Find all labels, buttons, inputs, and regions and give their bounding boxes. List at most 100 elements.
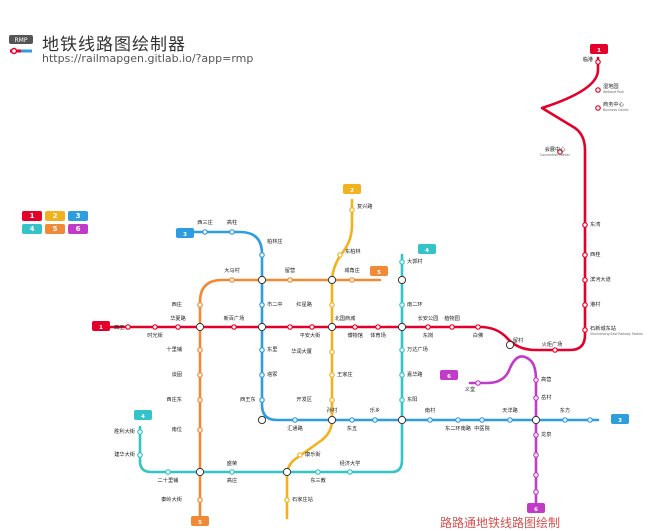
station-marker[interactable] [197,347,203,353]
station-marker[interactable] [557,149,563,155]
station-marker[interactable] [533,377,539,383]
station-marker[interactable] [287,324,293,330]
station-marker[interactable] [259,252,265,258]
station-marker[interactable] [595,87,601,93]
station-marker[interactable] [533,452,539,458]
interchange-marker[interactable] [397,275,407,285]
station-marker[interactable] [284,497,290,503]
station-marker[interactable] [552,347,558,353]
interchange-marker[interactable] [327,415,337,425]
station-marker[interactable] [231,324,237,330]
station-marker[interactable] [595,105,601,111]
interchange-marker[interactable] [257,322,267,332]
station-marker[interactable] [165,469,171,475]
station-marker[interactable] [562,417,568,423]
interchange-marker[interactable] [397,415,407,425]
station-marker[interactable] [399,372,405,378]
station-marker[interactable] [197,397,203,403]
station-marker[interactable] [425,324,431,330]
station-marker[interactable] [582,327,588,333]
interchange-marker[interactable] [327,275,337,285]
station-marker[interactable] [229,469,235,475]
station-marker[interactable] [337,252,343,258]
interchange-marker[interactable] [195,467,205,477]
station-marker[interactable] [202,229,208,235]
station-marker[interactable] [595,59,601,65]
station-marker[interactable] [259,302,265,308]
station-marker[interactable] [329,349,335,355]
station-marker[interactable] [315,469,321,475]
interchange-marker[interactable] [257,415,267,425]
station-marker[interactable] [287,277,293,283]
station-marker[interactable] [352,324,358,330]
interchange-marker[interactable] [282,467,292,477]
station-marker[interactable] [347,469,353,475]
station-markers[interactable] [125,59,601,503]
station-marker[interactable] [259,397,265,403]
line-2-badge: 2 [343,184,361,194]
station-marker[interactable] [175,324,181,330]
station-marker[interactable] [329,397,335,403]
station-label: 火炬广场 [542,340,563,348]
station-marker[interactable] [399,259,405,265]
station-label: 时光街 [147,331,163,339]
interchange-marker[interactable] [257,275,267,285]
station-marker[interactable] [229,229,235,235]
station-marker[interactable] [533,395,539,401]
station-marker[interactable] [533,432,539,438]
station-marker[interactable] [399,397,405,403]
station-marker[interactable] [582,302,588,308]
station-marker[interactable] [137,429,143,435]
station-marker[interactable] [329,372,335,378]
station-marker[interactable] [329,302,335,308]
station-marker[interactable] [455,417,461,423]
station-marker[interactable] [349,207,355,213]
station-marker[interactable] [259,372,265,378]
interchange-markers[interactable] [195,275,541,477]
station-marker[interactable] [309,324,315,330]
station-label-en: Shixincheng East Railway Station [590,332,643,336]
station-marker[interactable] [259,347,265,353]
station-marker[interactable] [533,489,539,495]
station-marker[interactable] [197,497,203,503]
station-marker[interactable] [533,472,539,478]
station-marker[interactable] [137,452,143,458]
station-label: 华润大厦 [291,347,312,355]
station-marker[interactable] [375,324,381,330]
station-marker[interactable] [229,277,235,283]
station-marker[interactable] [479,417,485,423]
station-marker[interactable] [197,427,203,433]
station-marker[interactable] [297,452,303,458]
station-marker[interactable] [475,380,481,386]
station-marker[interactable] [475,324,481,330]
station-marker[interactable] [507,417,513,423]
station-marker[interactable] [197,372,203,378]
interchange-marker[interactable] [531,415,541,425]
station-marker[interactable] [349,277,355,283]
interchange-marker[interactable] [505,340,515,350]
station-label: 留村 [513,336,523,344]
station-label: 华夏路 [170,314,186,322]
station-marker[interactable] [582,222,588,228]
station-marker[interactable] [292,417,298,423]
station-label: 中医院 [474,424,490,432]
station-marker[interactable] [399,302,405,308]
station-marker[interactable] [449,324,455,330]
station-marker[interactable] [125,324,131,330]
interchange-marker[interactable] [195,322,205,332]
station-marker[interactable] [152,324,158,330]
station-label: 义堂 [465,385,475,393]
station-marker[interactable] [587,417,593,423]
station-marker[interactable] [427,417,433,423]
station-marker[interactable] [582,277,588,283]
station-marker[interactable] [399,347,405,353]
station-marker[interactable] [582,252,588,258]
interchange-marker[interactable] [397,322,407,332]
station-marker[interactable] [197,302,203,308]
station-label: 康乐街 [305,450,321,458]
interchange-marker[interactable] [327,322,337,332]
svg-text:5: 5 [377,270,381,276]
station-marker[interactable] [349,417,355,423]
station-marker[interactable] [372,417,378,423]
